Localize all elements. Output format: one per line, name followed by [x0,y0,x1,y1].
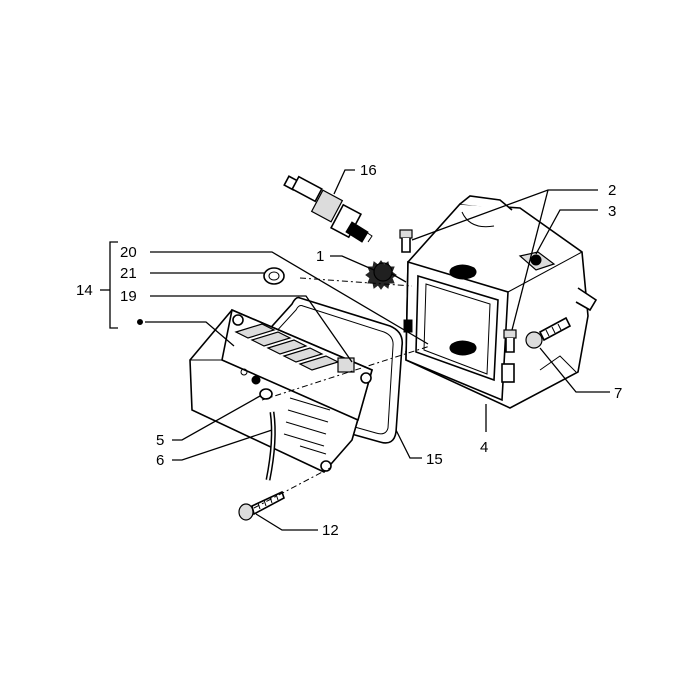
callout-2: 2 [608,182,616,199]
leader-lines [100,169,610,531]
gear-part [365,260,407,290]
callout-16: 16 [360,162,377,179]
screw-part [238,490,285,521]
callout-15: 15 [426,451,443,468]
callout-7: 7 [614,385,622,402]
callout-3: 3 [608,203,616,220]
spark-plug-part [283,175,373,243]
cylinder-head-part [403,195,598,409]
callout-6: 6 [156,452,164,469]
callout-21: 21 [120,265,137,282]
valve-cover-part [189,308,373,473]
plug-part [259,388,273,400]
bolt-part [525,316,572,349]
callout-19: 19 [120,288,137,305]
o-ring-part [263,267,285,285]
callout-5: 5 [156,432,164,449]
callout-1: 1 [316,248,324,265]
breather-hose-part [265,411,276,481]
callout-4: 4 [480,439,488,456]
small-screw-part [399,229,517,383]
callout-12: 12 [322,522,339,539]
callout-14: 14 [76,282,93,299]
callout-20: 20 [120,244,137,261]
